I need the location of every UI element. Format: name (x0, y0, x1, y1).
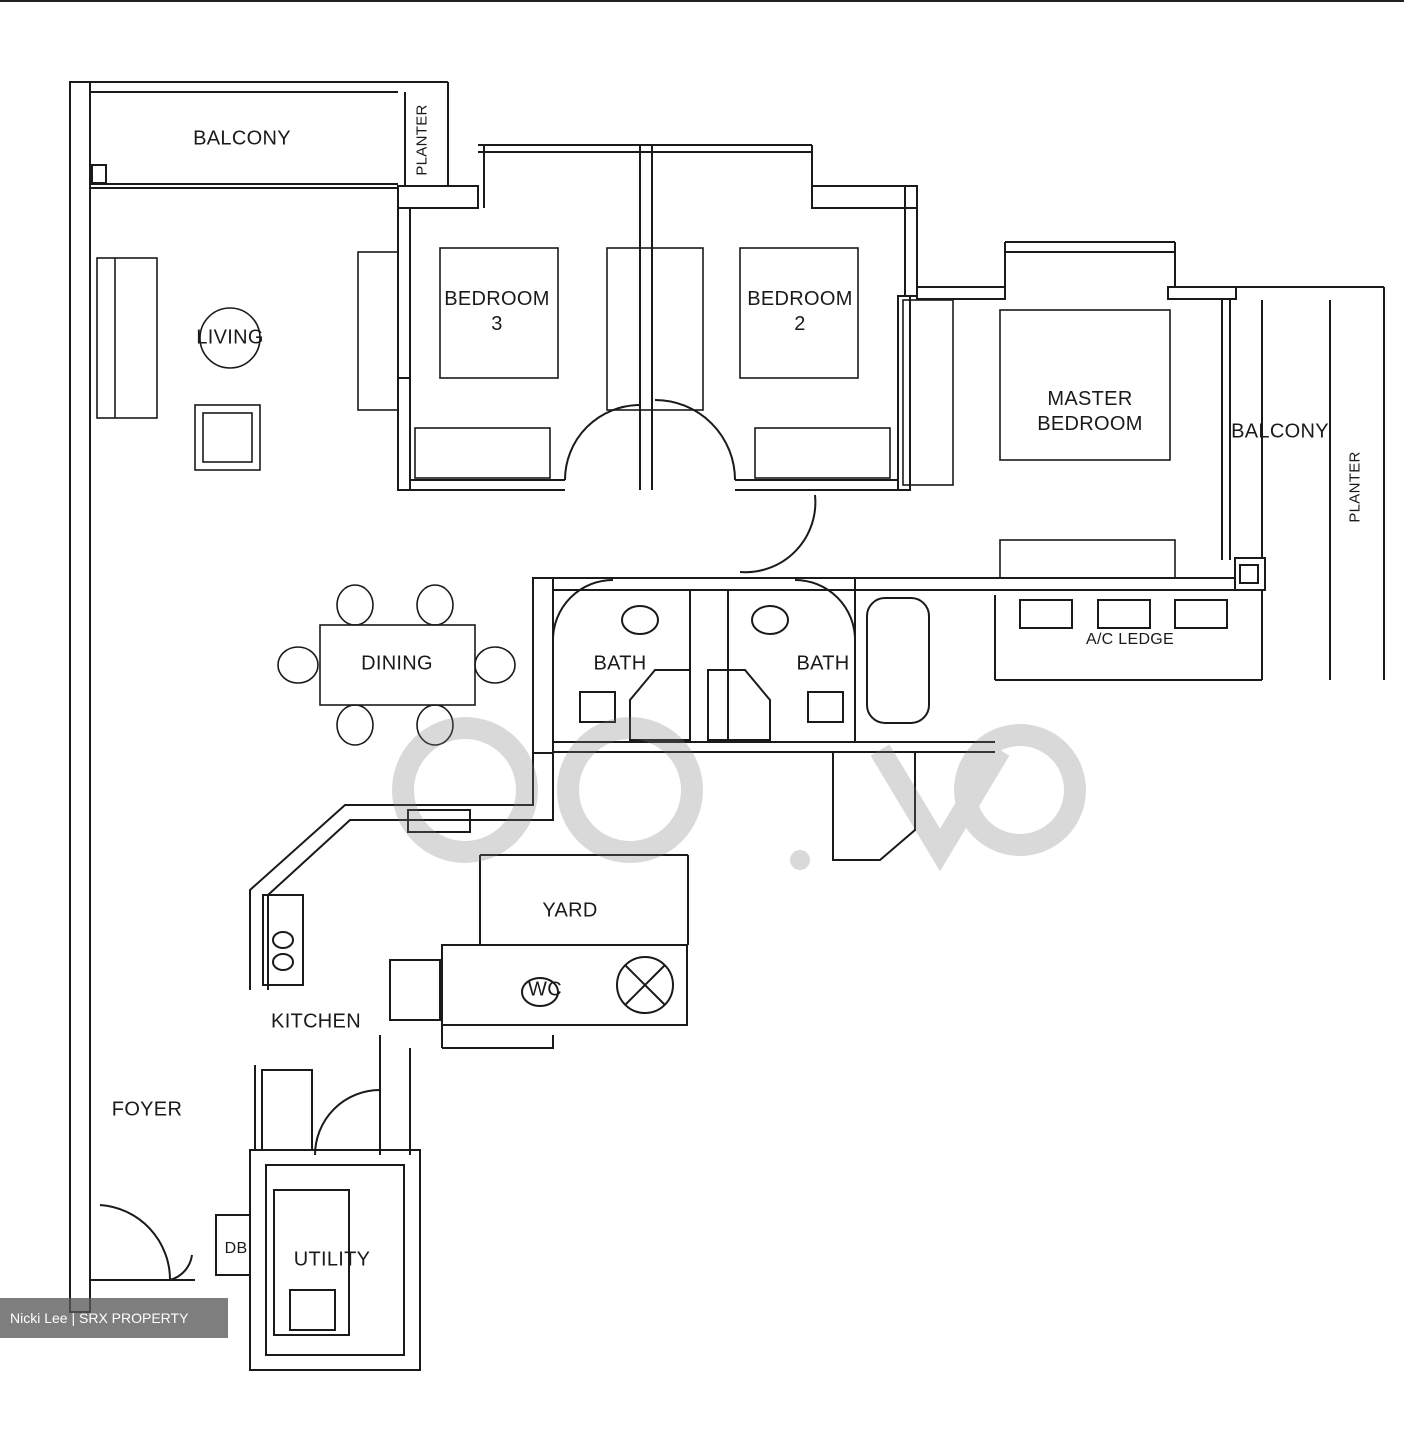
watermark-logo (392, 717, 1086, 872)
room-label-living: LIVING (196, 326, 264, 349)
room-label-balcony-top: BALCONY (193, 127, 291, 150)
room-label-bedroom-2: BEDROOM 2 (747, 288, 853, 335)
exterior-walls (69, 81, 1385, 1371)
top-border (0, 0, 1404, 2)
room-label-utility: UTILITY (293, 1248, 371, 1271)
furniture (96, 247, 1176, 746)
room-label-db: DB (224, 1240, 248, 1257)
room-label-planter-top: PLANTER (413, 104, 431, 176)
room-label-ac-ledge: A/C LEDGE (1085, 631, 1175, 648)
room-label-balcony-right: BALCONY (1231, 420, 1329, 443)
room-label-bath-2: BATH (796, 652, 850, 675)
room-label-planter-right: PLANTER (1346, 451, 1364, 523)
room-label-kitchen: KITCHEN (271, 1010, 361, 1033)
room-label-dining: DINING (361, 652, 433, 675)
room-label-bedroom-3: BEDROOM 3 (444, 288, 550, 335)
room-label-bath-1: BATH (593, 652, 647, 675)
room-label-foyer: FOYER (111, 1098, 183, 1121)
credit-banner: Nicki Lee | SRX PROPERTY (0, 1298, 228, 1338)
room-label-master-bedroom: MASTER BEDROOM (1037, 388, 1143, 435)
room-label-yard: YARD (542, 899, 598, 922)
room-label-wc: WC (528, 978, 562, 1001)
